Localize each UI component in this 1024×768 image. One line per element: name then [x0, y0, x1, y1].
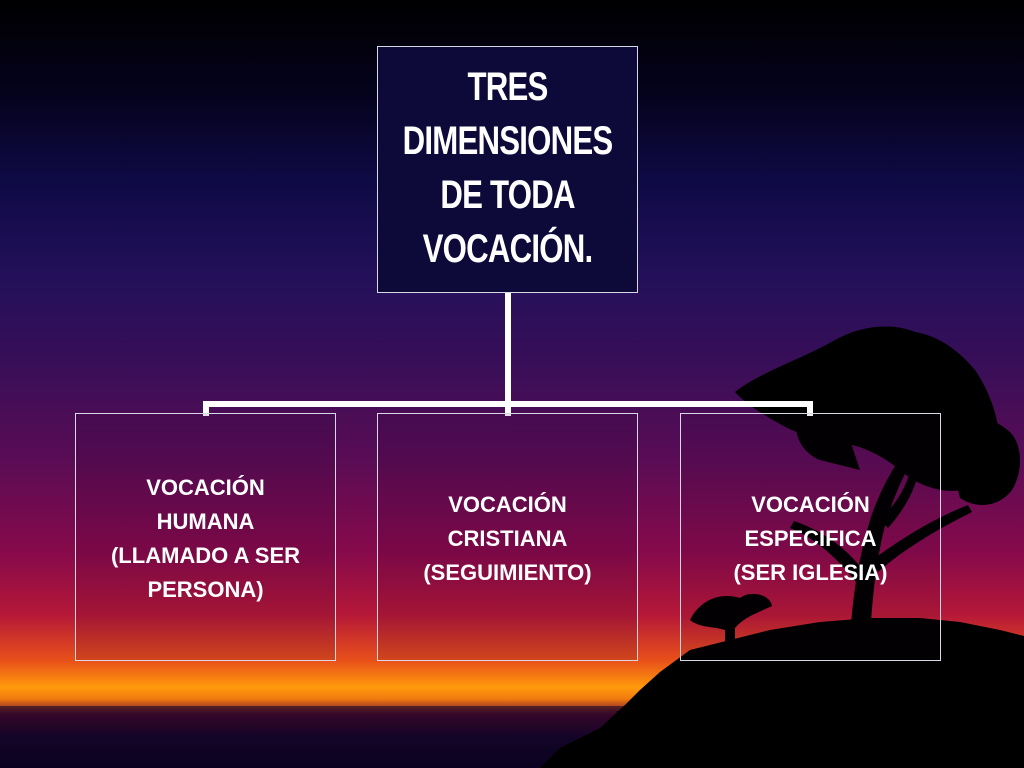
root-node: TRES DIMENSIONES DE TODA VOCACIÓN.	[377, 46, 638, 293]
child-node-humana: VOCACIÓN HUMANA (LLAMADO A SER PERSONA)	[75, 413, 336, 661]
child-node-especifica: VOCACIÓN ESPECIFICA (SER IGLESIA)	[680, 413, 941, 661]
child-node-label: VOCACIÓN HUMANA (LLAMADO A SER PERSONA)	[110, 475, 301, 602]
child-node-label: VOCACIÓN ESPECIFICA (SER IGLESIA)	[733, 492, 888, 585]
connector-group	[203, 290, 813, 416]
root-node-label: TRES DIMENSIONES DE TODA VOCACIÓN.	[402, 64, 614, 271]
child-node-label: VOCACIÓN CRISTIANA (SEGUIMIENTO)	[423, 492, 592, 585]
child-node-cristiana: VOCACIÓN CRISTIANA (SEGUIMIENTO)	[377, 413, 638, 661]
